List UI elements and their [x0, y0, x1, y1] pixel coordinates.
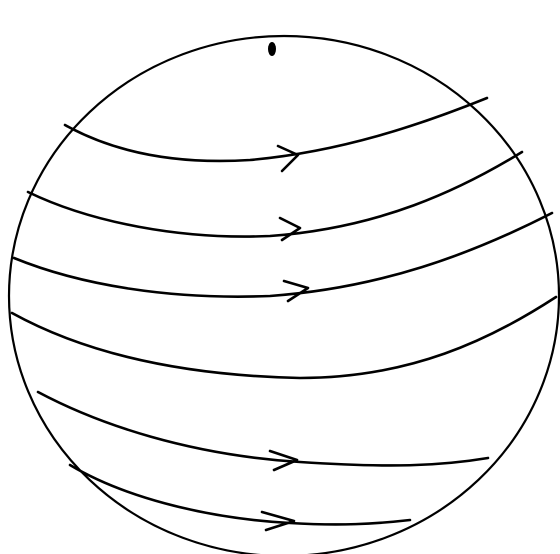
field-line-3 — [14, 213, 552, 297]
arrowhead-1 — [278, 146, 298, 171]
arrowhead-2 — [280, 218, 300, 240]
field-line-6 — [70, 465, 410, 524]
field-line-2 — [28, 152, 522, 237]
field-line-1 — [65, 98, 487, 161]
field-line-5 — [38, 392, 488, 465]
field-lines — [12, 98, 556, 524]
field-line-4 — [12, 297, 556, 378]
arrowheads — [262, 146, 308, 530]
top-dot-marker — [268, 42, 276, 56]
arrowhead-3 — [284, 281, 308, 301]
